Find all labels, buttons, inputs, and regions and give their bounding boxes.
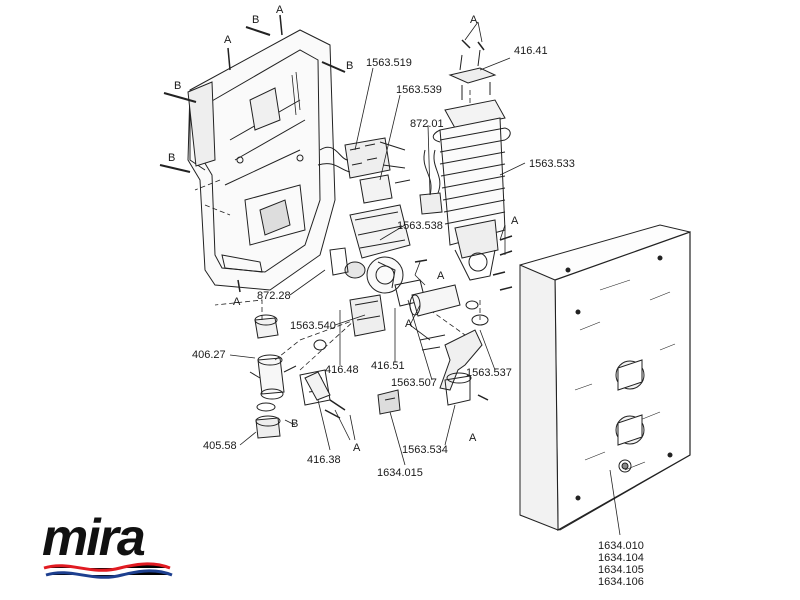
part-label-1563-540: 1563.540 [290, 320, 336, 332]
logo-waves [43, 562, 173, 579]
logo-wordmark: mira [42, 509, 146, 567]
screws-b [159, 26, 346, 426]
callout-a: A [353, 442, 361, 454]
part-label-416-51: 416.51 [371, 360, 405, 372]
callout-b: B [291, 418, 299, 430]
part-label-416-38: 416.38 [307, 454, 341, 466]
valve-assembly [313, 204, 426, 351]
part-label-416-41: 416.41 [514, 45, 548, 57]
front-cover [519, 224, 691, 532]
part-label-1563-537: 1563.537 [466, 367, 512, 379]
part-label-872-28: 872.28 [257, 290, 291, 302]
part-label-405-58: 405.58 [203, 440, 237, 452]
part-label-1563-539: 1563.539 [396, 84, 442, 96]
part-label-1563-534: 1563.534 [402, 444, 448, 456]
pressure-relief [377, 389, 401, 415]
part-label-1563-507: 1563.507 [391, 377, 437, 389]
cover-part-number: 1634.106 [598, 576, 644, 588]
inlet-fittings [249, 314, 331, 439]
heater-tank [432, 49, 511, 281]
callout-b: B [346, 60, 354, 72]
mira-logo: mira [40, 510, 180, 585]
screws-a-tank [414, 39, 513, 291]
back-case [187, 29, 336, 291]
part-label-406-27: 406.27 [192, 349, 226, 361]
callout-b: B [168, 152, 176, 164]
bracket-416-38 [304, 371, 346, 419]
outlet-parts [409, 284, 489, 406]
part-label-1563-519: 1563.519 [366, 57, 412, 69]
terminal-block [317, 137, 406, 179]
callout-a: A [511, 215, 519, 227]
callout-a: A [405, 318, 413, 330]
callout-a: A [276, 4, 284, 16]
part-label-1563-538: 1563.538 [397, 220, 443, 232]
cable-clamp [359, 174, 411, 204]
part-label-416-48: 416.48 [325, 364, 359, 376]
thermal-cutout [419, 149, 443, 215]
screws-a-case [227, 14, 283, 293]
callout-b: B [174, 80, 182, 92]
callout-a: A [469, 432, 477, 444]
leader-lines [229, 21, 621, 536]
cover-part-numbers: 1634.010 1634.104 1634.105 1634.106 [598, 540, 644, 588]
part-label-1563-533: 1563.533 [529, 158, 575, 170]
callout-a: A [233, 296, 241, 308]
callout-a: A [224, 34, 232, 46]
callout-b: B [252, 14, 260, 26]
cover-part-number: 1634.010 [598, 540, 644, 552]
callout-a: A [437, 270, 445, 282]
cover-part-number: 1634.105 [598, 564, 644, 576]
cover-part-number: 1634.104 [598, 552, 644, 564]
part-label-1634-015: 1634.015 [377, 467, 423, 479]
callout-a: A [470, 14, 478, 26]
part-label-872-01: 872.01 [410, 118, 444, 130]
